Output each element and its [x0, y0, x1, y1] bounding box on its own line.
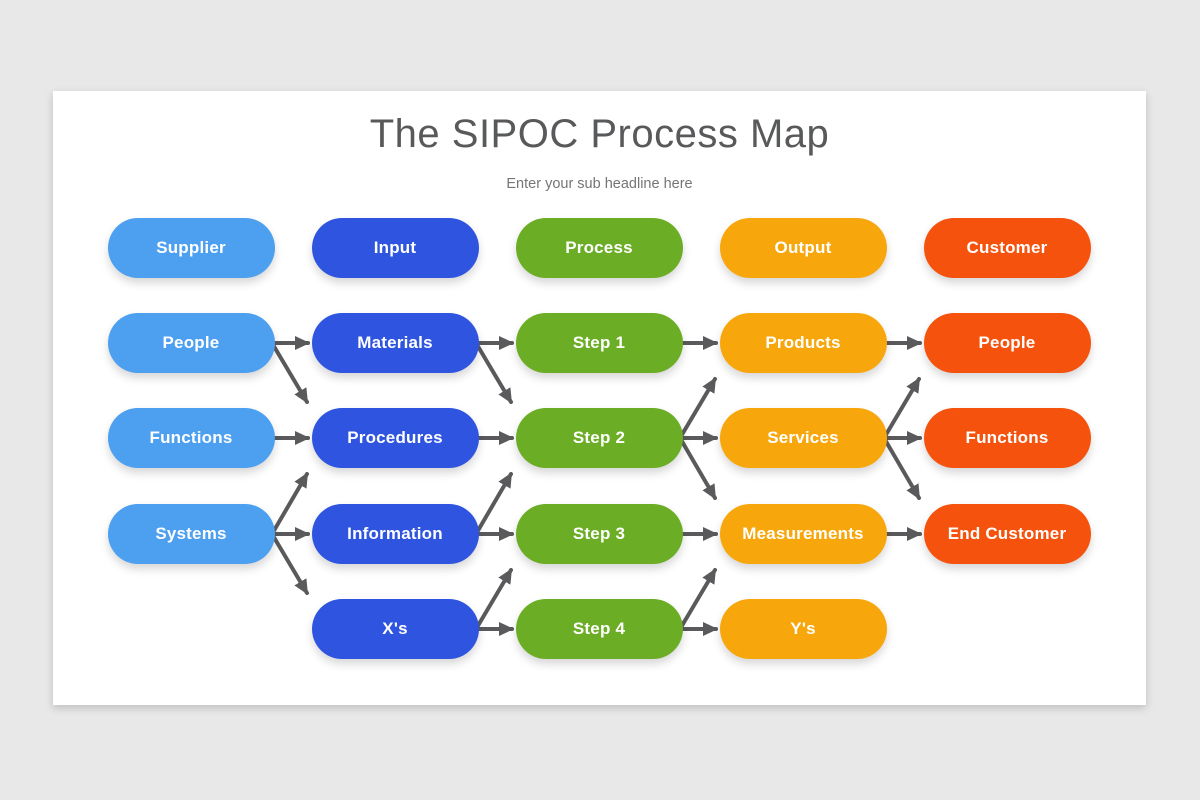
- page-subtitle: Enter your sub headline here: [506, 176, 693, 192]
- page-title: The SIPOC Process Map: [369, 112, 830, 156]
- slide-canvas: The SIPOC Process Map Enter your sub hea…: [53, 91, 1146, 705]
